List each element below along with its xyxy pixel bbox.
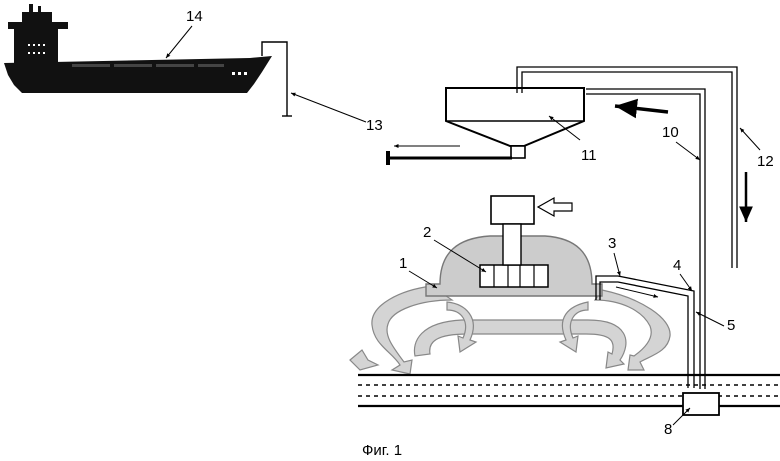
ship [4, 4, 272, 93]
hopper [446, 88, 584, 158]
leader-13 [291, 93, 366, 122]
leader-12 [740, 128, 760, 150]
label-13: 13 [366, 117, 383, 134]
hopper-inflow-arrow [615, 106, 668, 112]
label-1: 1 [399, 255, 407, 272]
ship-superstructure [14, 26, 58, 64]
pipe-10 [586, 89, 705, 389]
leader-3 [614, 253, 620, 276]
leader-1 [409, 271, 437, 288]
label-14: 14 [186, 8, 203, 25]
label-8: 8 [664, 421, 672, 438]
ship-loading-spout [262, 42, 287, 116]
label-12: 12 [757, 153, 774, 170]
motor-shaft [503, 224, 521, 265]
leader-10 [676, 142, 700, 160]
conveyor [388, 151, 512, 165]
label-2: 2 [423, 224, 431, 241]
unit-8 [683, 393, 719, 415]
label-10: 10 [662, 124, 679, 141]
figure-caption: Фиг. 1 [362, 442, 402, 459]
label-5: 5 [727, 317, 735, 334]
air-flow [350, 286, 670, 374]
fan [480, 265, 548, 287]
leader-14 [166, 26, 192, 58]
label-4: 4 [673, 257, 681, 274]
motor-input-arrow [538, 198, 572, 216]
motor [491, 196, 534, 224]
label-3: 3 [608, 235, 616, 252]
leader-8 [673, 408, 690, 425]
label-11: 11 [581, 147, 597, 164]
